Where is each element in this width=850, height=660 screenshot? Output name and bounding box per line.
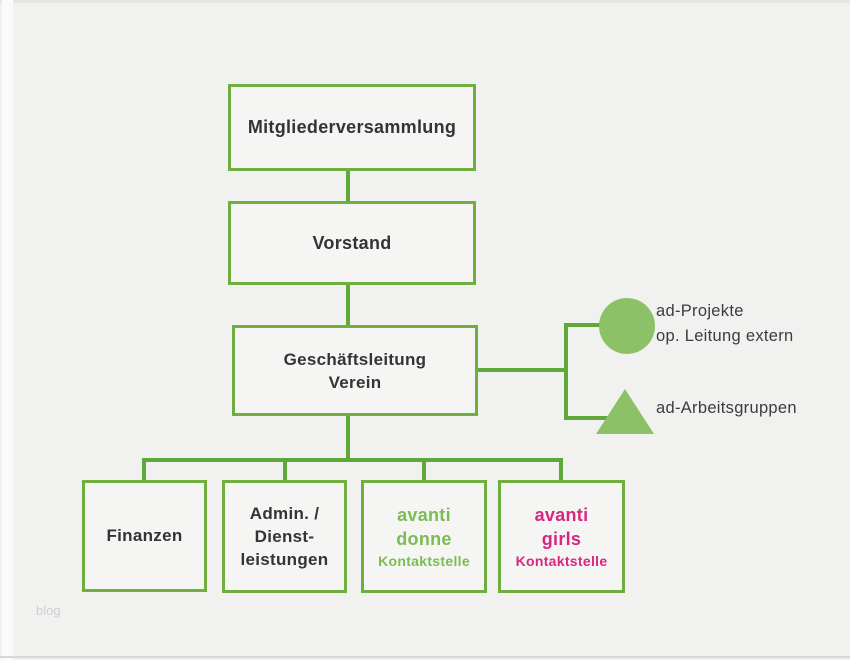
page-top-edge	[0, 0, 850, 3]
page-bottom-edge	[0, 656, 850, 658]
org-box-label-line2: donne	[396, 528, 452, 549]
org-box-label-line1: Geschäftsleitung	[283, 349, 427, 369]
org-box-label-line3: leistungen	[240, 550, 329, 569]
page-left-edge	[2, 0, 13, 660]
org-box-finanzen: Finanzen	[82, 480, 207, 592]
triangle-icon	[596, 389, 654, 434]
legend-ad-projekte: ad-Projekte op. Leitung extern	[656, 299, 794, 349]
watermark-text: blog	[36, 603, 61, 618]
connector-bottom-bus	[142, 458, 563, 462]
org-box-label-line1: avanti	[534, 504, 589, 525]
org-box-label-line2: Dienst-	[254, 527, 315, 546]
connector-mitglieder-vorstand	[346, 170, 350, 202]
connector-branch-triangle	[564, 416, 612, 420]
org-box-label: Vorstand	[312, 232, 392, 253]
org-box-avanti-donne-kontaktstelle: avanti donne Kontaktstelle	[361, 480, 487, 593]
org-box-sublabel: Kontaktstelle	[378, 552, 470, 569]
circle-icon	[599, 298, 655, 354]
connector-drop-admin	[283, 458, 287, 481]
org-box-mitgliederversammlung: Mitgliederversammlung	[228, 84, 476, 171]
org-box-admin-dienstleistungen: Admin. / Dienst- leistungen	[222, 480, 347, 593]
connector-vorstand-geschaeftsleitung	[346, 284, 350, 326]
org-box-label-line2: girls	[541, 528, 582, 549]
connector-drop-avanti-donne	[422, 458, 426, 481]
org-box-label: Finanzen	[106, 526, 183, 545]
legend-line: op. Leitung extern	[656, 327, 794, 345]
org-box-label: Mitgliederversammlung	[247, 117, 457, 137]
connector-drop-finanzen	[142, 458, 146, 481]
org-box-sublabel: Kontaktstelle	[515, 552, 608, 569]
connector-right-vertical	[564, 323, 568, 420]
connector-branch-circle	[564, 323, 602, 327]
org-box-label-line2: Verein	[328, 372, 382, 392]
org-box-vorstand: Vorstand	[228, 201, 476, 285]
org-box-label-line1: avanti	[397, 504, 451, 525]
legend-line: ad-Projekte	[656, 302, 744, 320]
legend-ad-arbeitsgruppen: ad-Arbeitsgruppen	[656, 396, 797, 421]
org-box-label-line1: Admin. /	[249, 504, 320, 523]
org-box-geschaeftsleitung-verein: Geschäftsleitung Verein	[232, 325, 478, 416]
connector-geschaeftsleitung-bus	[346, 415, 350, 461]
connector-drop-avanti-girls	[559, 458, 563, 481]
connector-geschaeftsleitung-right	[476, 368, 568, 372]
org-box-avanti-girls-kontaktstelle: avanti girls Kontaktstelle	[498, 480, 625, 593]
legend-line: ad-Arbeitsgruppen	[656, 399, 797, 417]
